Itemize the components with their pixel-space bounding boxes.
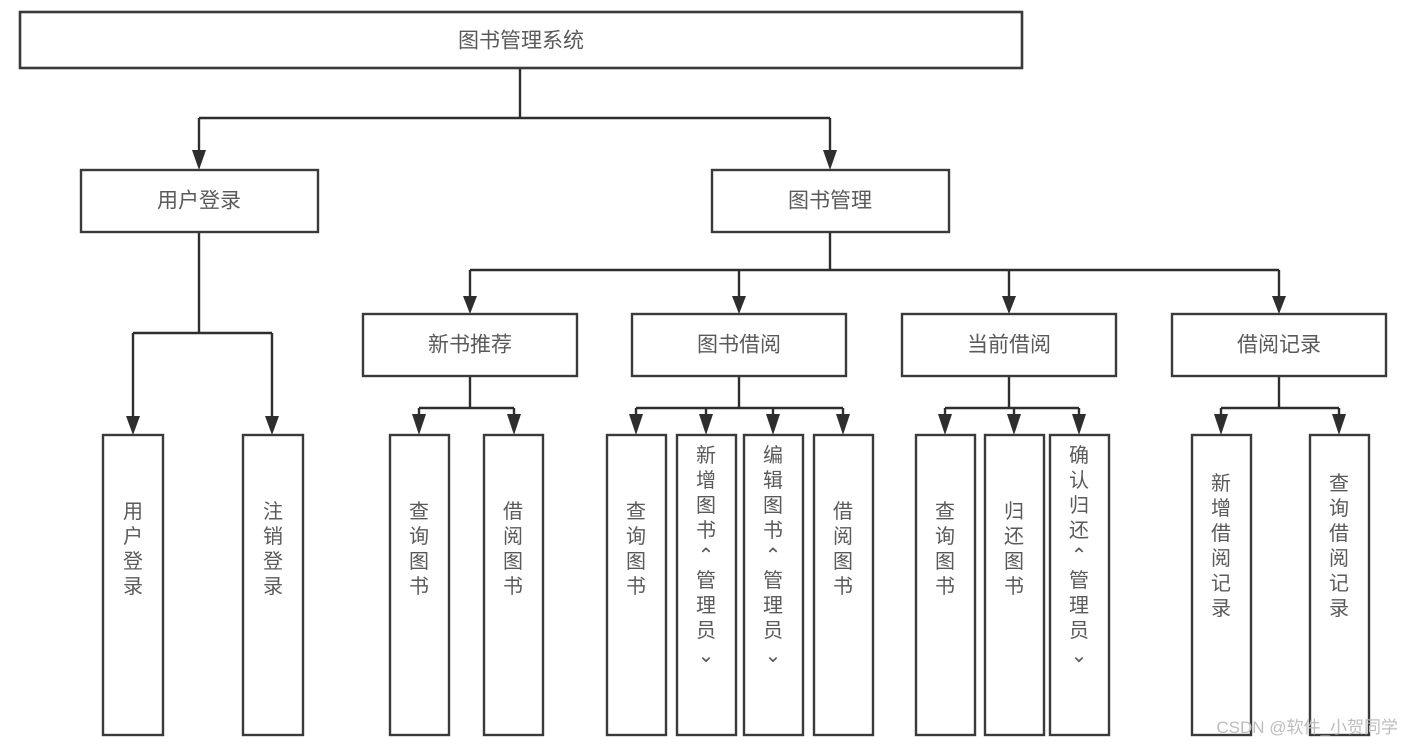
node-current-borrow[interactable]: 当前借阅	[900, 312, 1118, 378]
arrow-head-leaf-query-book-1	[412, 414, 426, 435]
node-user-login[interactable]: 用户登录	[79, 168, 320, 234]
arrow-head-leaf-query-book-2	[629, 414, 643, 435]
node-leaf-confirm-return-label: 确认归还⌃管理员⌄	[1069, 444, 1089, 667]
node-leaf-logout-label: 注销登录	[263, 500, 283, 598]
node-leaf-edit-book-label: 编辑图书⌃管理员⌄	[763, 444, 783, 667]
node-leaf-logout[interactable]: 注销登录	[241, 433, 305, 737]
node-leaf-user-login-label: 用户登录	[123, 501, 143, 598]
connector-layer	[126, 68, 1346, 435]
node-leaf-edit-book[interactable]: 编辑图书⌃管理员⌄	[742, 433, 805, 737]
arrow-head-leaf-query-record	[1332, 414, 1346, 435]
node-leaf-add-book[interactable]: 新增图书⌃管理员⌄	[675, 433, 738, 737]
arrow-head-leaf-add-record	[1214, 414, 1228, 435]
node-leaf-borrow-book-2-label: 借阅图书	[833, 500, 853, 598]
node-leaf-query-record[interactable]: 查询借阅记录	[1308, 433, 1371, 737]
node-root[interactable]: 图书管理系统	[18, 10, 1024, 70]
arrow-head-book-manage	[823, 150, 837, 170]
node-leaf-confirm-return-box[interactable]	[1048, 433, 1111, 737]
arrow-head-borrow-record	[1272, 296, 1286, 314]
arrow-head-current-borrow	[1002, 296, 1016, 314]
node-leaf-user-login[interactable]: 用户登录	[101, 433, 165, 737]
arrow-head-new-book-rec	[463, 296, 477, 314]
node-leaf-add-record[interactable]: 新增借阅记录	[1190, 433, 1253, 737]
node-new-book-rec-label: 新书推荐	[428, 334, 512, 357]
node-leaf-query-book-1-label: 查询图书	[409, 500, 429, 598]
node-leaf-return-book-box[interactable]	[983, 433, 1046, 737]
node-book-borrow[interactable]: 图书借阅	[630, 312, 848, 378]
node-leaf-query-book-3[interactable]: 查询图书	[914, 433, 977, 737]
node-leaf-query-book-3-label: 查询图书	[935, 500, 955, 598]
arrow-head-leaf-borrow-book-2	[836, 414, 850, 435]
arrow-head-leaf-add-book	[699, 414, 713, 435]
node-leaf-confirm-return[interactable]: 确认归还⌃管理员⌄	[1048, 433, 1111, 737]
node-leaf-query-book-2[interactable]: 查询图书	[605, 433, 668, 737]
node-leaf-borrow-book-2-box[interactable]	[812, 433, 875, 737]
node-leaf-query-record-box[interactable]	[1308, 433, 1371, 737]
node-root-box[interactable]	[18, 10, 1024, 70]
arrow-head-leaf-query-book-3	[938, 414, 952, 435]
node-leaf-query-book-2-box[interactable]	[605, 433, 668, 737]
arrow-head-leaf-return-book	[1007, 414, 1021, 435]
node-new-book-rec-box[interactable]	[361, 312, 579, 378]
node-leaf-query-book-1-box[interactable]	[388, 433, 451, 737]
node-leaf-edit-book-box[interactable]	[742, 433, 805, 737]
arrow-head-leaf-edit-book	[766, 414, 780, 435]
node-current-borrow-label: 当前借阅	[967, 334, 1051, 357]
node-borrow-record-label: 借阅记录	[1237, 334, 1321, 357]
node-leaf-add-record-label: 新增借阅记录	[1211, 472, 1231, 620]
node-leaf-query-book-1[interactable]: 查询图书	[388, 433, 451, 737]
node-leaf-query-book-2-label: 查询图书	[626, 500, 646, 598]
node-book-borrow-label: 图书借阅	[697, 334, 781, 357]
node-book-borrow-box[interactable]	[630, 312, 848, 378]
node-user-login-label: 用户登录	[157, 190, 241, 213]
node-leaf-borrow-book-1-box[interactable]	[482, 433, 545, 737]
arrow-head-leaf-borrow-book-1	[507, 414, 521, 435]
node-new-book-rec[interactable]: 新书推荐	[361, 312, 579, 378]
arrow-head-book-borrow	[732, 296, 746, 314]
node-borrow-record-box[interactable]	[1170, 312, 1388, 378]
node-leaf-add-book-label: 新增图书⌃管理员⌄	[696, 444, 716, 667]
node-book-manage-box[interactable]	[710, 168, 951, 234]
node-leaf-query-record-label: 查询借阅记录	[1329, 472, 1349, 620]
node-root-label: 图书管理系统	[458, 30, 584, 53]
node-leaf-logout-box[interactable]	[241, 433, 305, 737]
node-current-borrow-box[interactable]	[900, 312, 1118, 378]
csdn-watermark: CSDN @软件_小贺同学	[1216, 718, 1398, 737]
node-leaf-add-record-box[interactable]	[1190, 433, 1253, 737]
node-leaf-borrow-book-2[interactable]: 借阅图书	[812, 433, 875, 737]
node-leaf-query-book-3-box[interactable]	[914, 433, 977, 737]
node-book-manage[interactable]: 图书管理	[710, 168, 951, 234]
node-leaf-borrow-book-1-label: 借阅图书	[503, 500, 523, 598]
arrow-head-user-login	[192, 150, 206, 170]
node-user-login-box[interactable]	[79, 168, 320, 234]
arrow-head-leaf-user-login	[126, 416, 140, 435]
node-borrow-record[interactable]: 借阅记录	[1170, 312, 1388, 378]
node-leaf-borrow-book-1[interactable]: 借阅图书	[482, 433, 545, 737]
node-leaf-return-book-label: 归还图书	[1004, 500, 1024, 598]
arrow-head-leaf-logout	[265, 416, 279, 435]
arrow-head-leaf-confirm-return	[1072, 414, 1086, 435]
node-book-manage-label: 图书管理	[788, 190, 872, 213]
node-leaf-add-book-box[interactable]	[675, 433, 738, 737]
node-leaf-return-book[interactable]: 归还图书	[983, 433, 1046, 737]
node-leaf-user-login-box[interactable]	[101, 433, 165, 737]
